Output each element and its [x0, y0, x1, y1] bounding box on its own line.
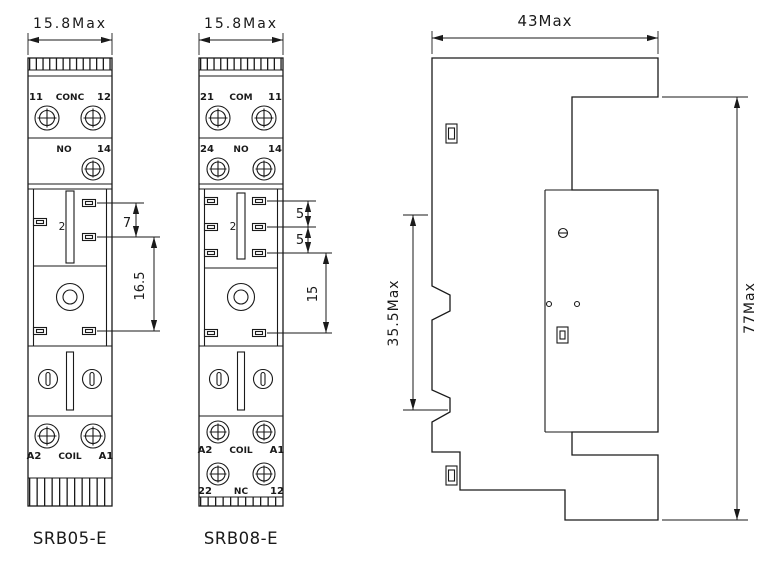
- terminal-label-11: 11: [29, 92, 43, 103]
- caption-srb05: SRB05-E: [33, 529, 107, 548]
- srb08-terminal-row-1: 21 COM 11: [200, 92, 282, 131]
- terminal-label-a2: A2: [27, 451, 42, 462]
- terminal-label-24: 24: [200, 144, 214, 155]
- srb08-top-serration: [199, 58, 283, 77]
- mold-mark-2: 2: [59, 221, 66, 233]
- dim-label-16-5: 16.5: [133, 272, 148, 301]
- terminal-label-22: 22: [198, 486, 212, 497]
- screw-terminal: [206, 157, 230, 181]
- srb08-nc-row: 22 NC 12: [198, 462, 284, 497]
- terminal-label-nc: NC: [234, 487, 249, 497]
- srb08-molding-area: 2: [199, 183, 283, 346]
- dim-label-7: 7: [123, 216, 131, 231]
- terminal-label-14b: 14: [268, 144, 282, 155]
- terminal-label-14: 14: [97, 144, 111, 155]
- rear-slot-detail: [556, 326, 569, 344]
- side-view: 43Max: [386, 12, 758, 521]
- terminal-label-no: NO: [56, 145, 72, 155]
- terminal-label-a2: A2: [198, 445, 213, 456]
- center-slot: [65, 351, 75, 411]
- terminal-label-coil: COIL: [58, 452, 82, 462]
- terminal-label-21: 21: [200, 92, 214, 103]
- srb05-pitch-dimensions: 7 16.5: [97, 202, 160, 332]
- front-view-srb08: 15.8Max 21 COM 11 24 NO 14: [198, 16, 332, 548]
- screw-terminal: [205, 105, 231, 131]
- screw-terminal: [34, 105, 60, 131]
- terminal-label-12: 12: [97, 92, 111, 103]
- center-channel: [236, 192, 246, 260]
- side-overall-height-dimension: 77Max: [662, 96, 758, 521]
- mold-mark-2: 2: [230, 221, 237, 233]
- srb08-pitch-dimensions: 5 5 15: [267, 200, 332, 334]
- mounting-hole: [55, 282, 85, 312]
- screw-terminal: [252, 420, 276, 444]
- side-front-height-dimension: 35.5Max: [386, 214, 448, 411]
- din-latch-foot-bottom: [445, 465, 458, 486]
- screw-terminal: [252, 157, 276, 181]
- srb05-width-dimension: 15.8Max: [27, 16, 113, 55]
- front-view-srb05: 15.8Max 11 CONC 12 NO 14: [27, 16, 160, 548]
- dim-label-77max: 77Max: [742, 282, 758, 334]
- srb08-bottom-serration: [199, 496, 283, 506]
- srb08-body-outline: [198, 57, 284, 507]
- dim-label-43max: 43Max: [517, 12, 572, 30]
- srb05-top-serration: [28, 58, 112, 77]
- screw-terminal: [34, 423, 60, 449]
- terminal-label-coil: COIL: [229, 446, 253, 456]
- srb05-clip-section: [37, 351, 103, 411]
- mounting-hole: [226, 282, 256, 312]
- terminal-label-com: COM: [229, 93, 252, 103]
- screw-terminal: [251, 105, 277, 131]
- srb05-bottom-serration: [28, 477, 112, 506]
- terminal-label-conc: CONC: [56, 93, 85, 103]
- din-latch-window-top: [445, 123, 458, 144]
- center-slot: [236, 351, 246, 411]
- srb05-terminal-row-1: 11 CONC 12: [29, 92, 111, 131]
- pilot-hole: [573, 300, 581, 308]
- dim-label-15-8-left: 15.8Max: [33, 16, 107, 32]
- srb08-width-dimension: 15.8Max: [198, 16, 284, 55]
- terminal-label-12b: 12: [270, 486, 284, 497]
- srb05-molding-area: 2: [28, 183, 112, 346]
- srb05-body-outline: [27, 57, 113, 507]
- rear-screw: [557, 227, 569, 239]
- screw-terminal: [81, 157, 105, 181]
- screw-terminal: [206, 420, 230, 444]
- terminal-label-a1: A1: [99, 451, 114, 462]
- terminal-label-a1: A1: [270, 445, 285, 456]
- dim-label-5a: 5: [296, 207, 304, 222]
- side-internal-details: [445, 123, 581, 486]
- dim-label-15: 15: [306, 286, 321, 303]
- srb08-terminal-row-2: 24 NO 14: [200, 144, 282, 181]
- srb08-coil-row: A2 COIL A1: [198, 420, 285, 456]
- srb05-terminal-row-2: NO 14: [56, 144, 111, 181]
- pilot-hole: [545, 300, 553, 308]
- terminal-label-no: NO: [233, 145, 249, 155]
- screw-terminal: [80, 423, 106, 449]
- srb05-coil-row: A2 COIL A1: [27, 423, 114, 462]
- side-depth-dimension: 43Max: [431, 12, 659, 54]
- terminal-label-11b: 11: [268, 92, 282, 103]
- center-channel: [65, 190, 75, 264]
- screw-terminal: [252, 462, 276, 486]
- dim-label-35-5max: 35.5Max: [386, 279, 402, 346]
- caption-srb08: SRB08-E: [204, 529, 278, 548]
- dim-label-5b: 5: [296, 233, 304, 248]
- screw-terminal: [206, 462, 230, 486]
- dim-label-15-8-mid: 15.8Max: [204, 16, 278, 32]
- srb08-clip-section: [208, 351, 274, 411]
- screw-terminal: [80, 105, 106, 131]
